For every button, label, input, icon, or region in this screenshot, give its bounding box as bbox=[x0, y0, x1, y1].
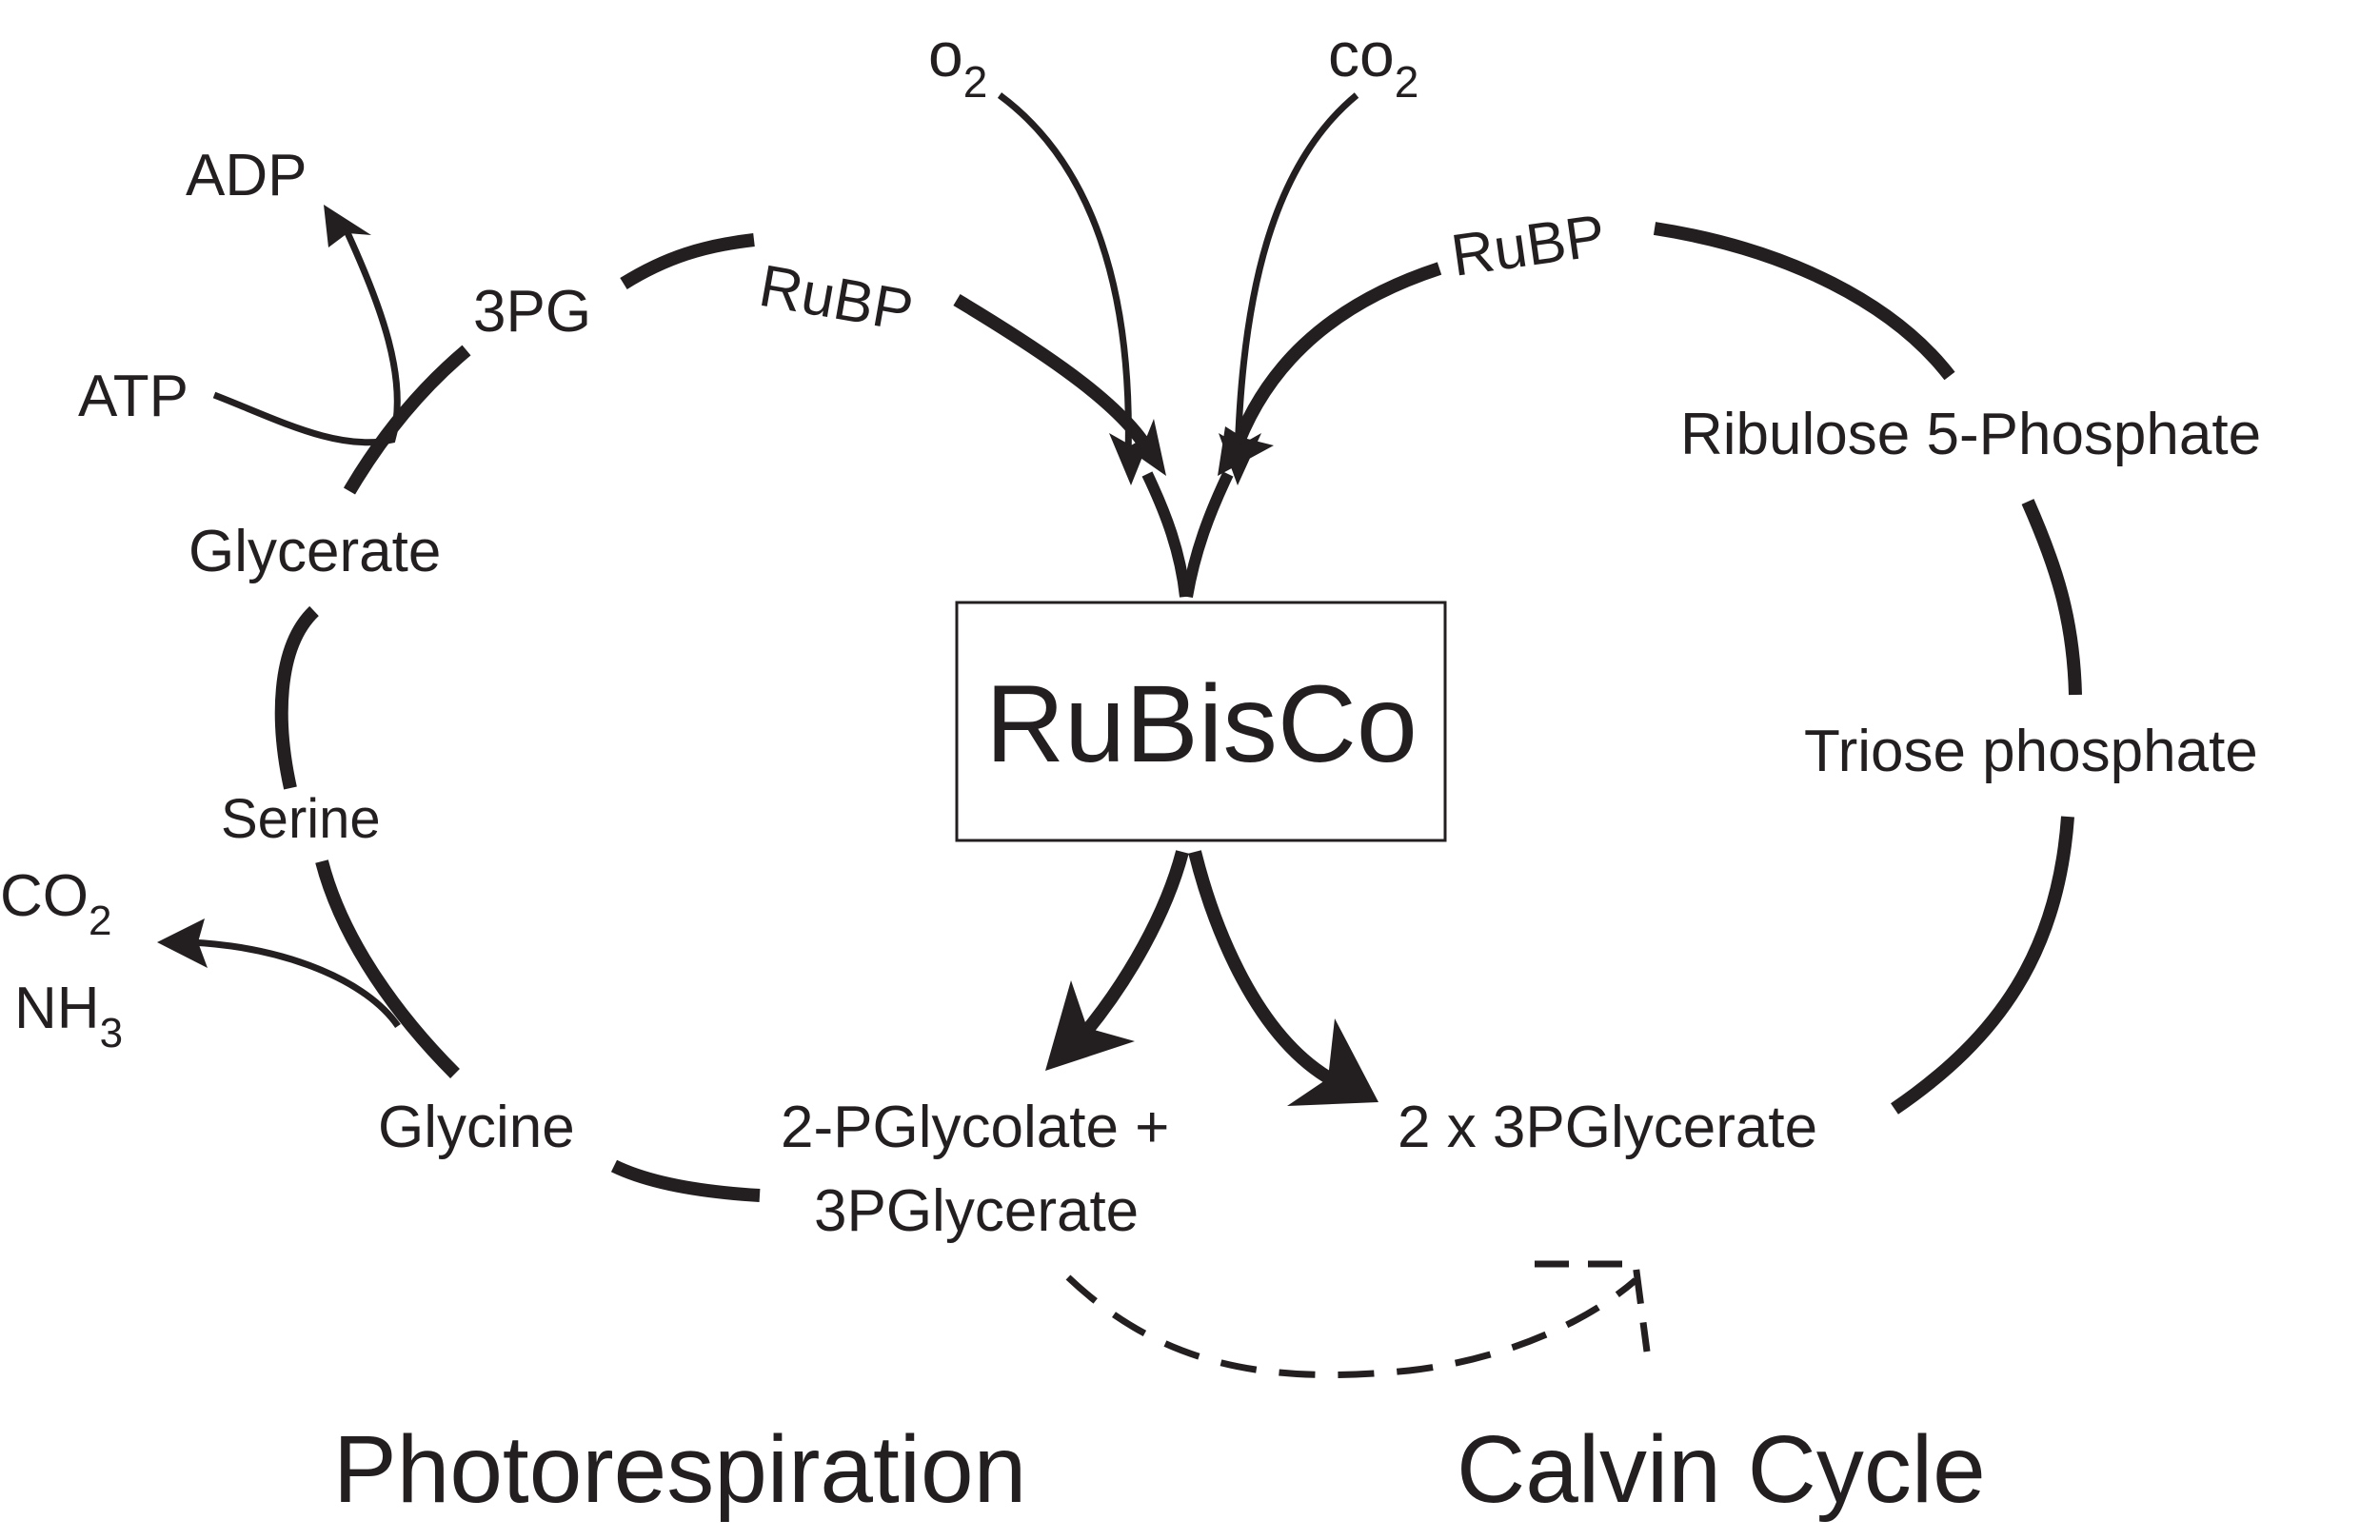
dashed-feedback-curve bbox=[1065, 1274, 1638, 1378]
photo-product-line1: 2-PGlycolate + bbox=[781, 1095, 1169, 1160]
nh3-output-subscript: 3 bbox=[100, 1010, 123, 1056]
atp-label: ATP bbox=[78, 364, 188, 429]
triose-phosphate-label: Triose phosphate bbox=[1804, 719, 2258, 784]
photo-rubp-label: RuBP bbox=[755, 253, 918, 345]
co2-nh3-arrowhead bbox=[157, 918, 208, 968]
merge-into-rubisco-left bbox=[1141, 471, 1191, 598]
photo-arc-products-to-glycine bbox=[610, 1159, 761, 1202]
o2-label: o2 bbox=[928, 19, 987, 107]
glycerate-label: Glycerate bbox=[188, 519, 441, 584]
o2-subscript: 2 bbox=[963, 57, 988, 107]
co2-label: co2 bbox=[1328, 19, 1418, 107]
calvin-cycle-title: Calvin Cycle bbox=[1457, 1416, 1986, 1523]
serine-label: Serine bbox=[221, 788, 381, 850]
calvin-product-label: 2 x 3PGlycerate bbox=[1398, 1095, 1817, 1160]
o2-base: o bbox=[928, 19, 963, 89]
nh3-output-base: NH bbox=[14, 976, 100, 1041]
co2-arrowhead bbox=[1219, 433, 1261, 485]
photo-3pg-label: 3PG bbox=[473, 279, 591, 345]
photo-arc-3pg-to-rubp bbox=[620, 233, 755, 289]
atp-to-adp-arrow bbox=[212, 225, 401, 446]
co2-output-subscript: 2 bbox=[89, 898, 111, 944]
co2-output-base: CO bbox=[0, 863, 89, 929]
calvin-cycle-arc-right bbox=[2021, 499, 2082, 696]
calvin-rubp-label: RuBP bbox=[1447, 203, 1609, 289]
merge-into-rubisco-right bbox=[1181, 471, 1234, 599]
co2-subscript: 2 bbox=[1395, 57, 1419, 107]
adp-label: ADP bbox=[186, 143, 307, 208]
adp-arrowhead bbox=[324, 205, 371, 247]
rubisco-to-calvin-arrow bbox=[1188, 850, 1337, 1087]
dashed-feedback-arrowhead bbox=[1535, 1260, 1651, 1352]
nh3-output-label: NH3 bbox=[14, 976, 123, 1056]
ribulose-5-phosphate-label: Ribulose 5-Phosphate bbox=[1680, 402, 2261, 467]
co2-output-label: CO2 bbox=[0, 863, 111, 944]
glycine-label: Glycine bbox=[378, 1095, 575, 1160]
photorespiration-title: Photorespiration bbox=[333, 1416, 1026, 1523]
calvin-cycle-arc-lower bbox=[1891, 816, 2074, 1115]
photo-arc-glycine-to-serine bbox=[315, 859, 460, 1078]
photo-arc-glycerate-to-3pg bbox=[343, 345, 471, 495]
o2-arrowhead bbox=[1109, 433, 1152, 485]
glycine-to-co2-nh3-arrow bbox=[189, 938, 401, 1028]
co2-input-arrow bbox=[1234, 92, 1359, 458]
photo-arc-serine-to-glycerate bbox=[274, 605, 320, 790]
photorespiration-arrowhead bbox=[1045, 980, 1135, 1071]
rubisco-to-photorespiration-arrow bbox=[1080, 850, 1189, 1037]
calvin-cycle-arc-top bbox=[1653, 222, 1955, 381]
o2-input-arrow bbox=[997, 92, 1132, 458]
co2-base: co bbox=[1328, 19, 1395, 89]
calvin-rubp-to-rubisco-arrow bbox=[1226, 262, 1442, 460]
photo-product-line2: 3PGlycerate bbox=[814, 1178, 1139, 1244]
rubisco-box bbox=[955, 601, 1447, 842]
photo-rubp-to-rubisco-arrow bbox=[953, 293, 1159, 461]
calvin-arrowhead bbox=[1287, 1018, 1378, 1106]
rubisco-label: RuBisCo bbox=[985, 663, 1418, 785]
